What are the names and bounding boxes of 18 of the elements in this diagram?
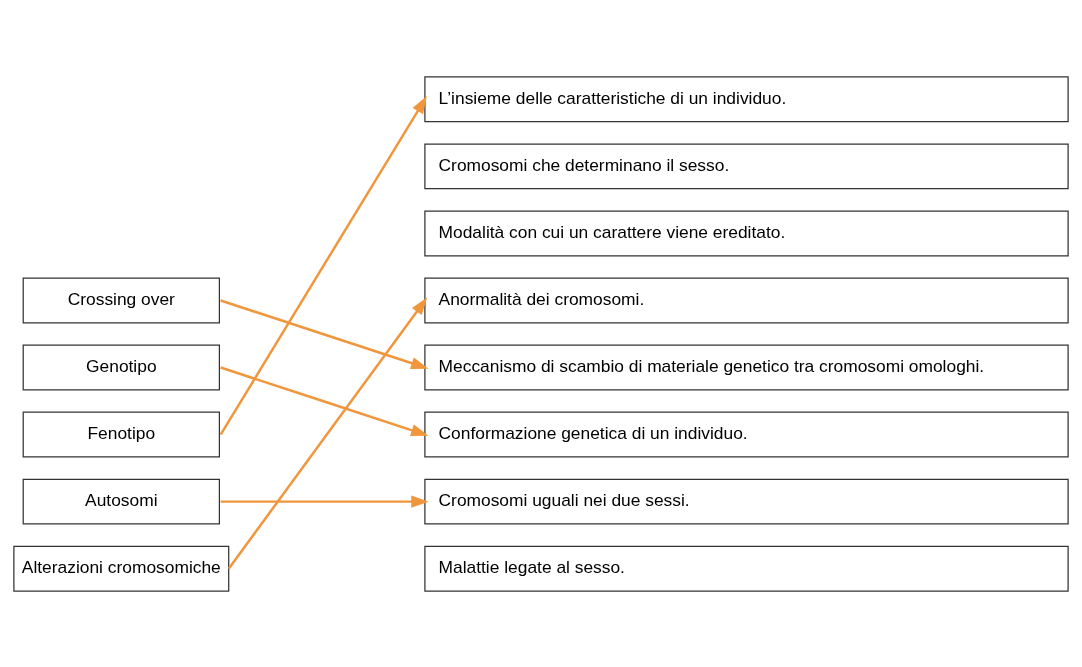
node-box: Fenotipo <box>22 411 220 458</box>
arrow <box>227 296 428 569</box>
arrow <box>220 298 429 369</box>
node-box: Cromosomi che determinano il sesso. <box>424 142 1069 189</box>
node-box: Crossing over <box>22 277 220 323</box>
arrow <box>219 95 427 435</box>
arrow <box>220 495 429 508</box>
node-box: Genotipo <box>22 344 220 390</box>
node-box: Autosomi <box>22 478 220 525</box>
arrow <box>220 365 429 436</box>
node-box: Cromosomi uguali nei due sessi. <box>424 478 1069 525</box>
node-box: Anormalità dei cromosomi. <box>424 277 1069 323</box>
node-box: L’insieme delle caratteristiche di un individuo. <box>424 75 1069 122</box>
node-box: Malattie legate al sesso. <box>424 545 1069 592</box>
node-box: Alterazioni cromosomiche <box>13 545 230 592</box>
node-box: Meccanismo di scambio di materiale genetico tra cromosomi omologhi. <box>424 344 1069 390</box>
node-box: Conformazione genetica di un individuo. <box>424 411 1069 458</box>
node-box: Modalità con cui un carattere viene ereditato. <box>424 209 1069 256</box>
